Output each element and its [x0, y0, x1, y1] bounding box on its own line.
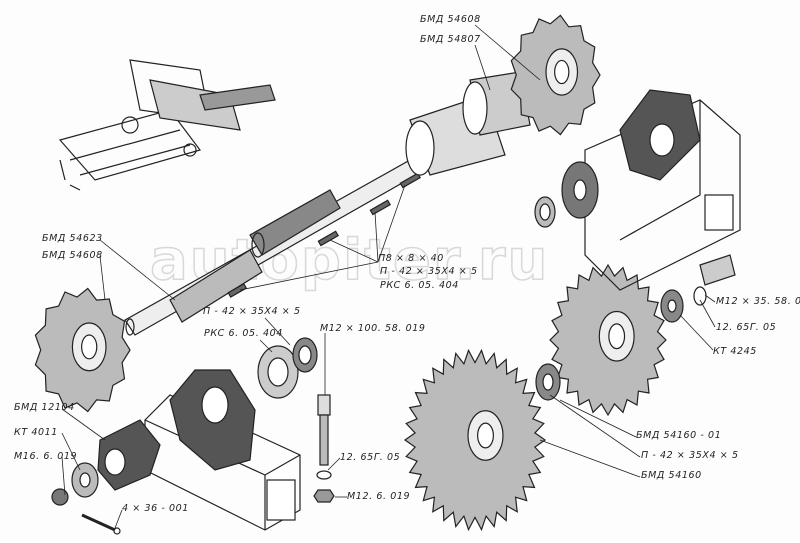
label-bearing-left: П - 42 × 35Х4 × 5: [203, 306, 301, 317]
leader-lines: [61, 24, 716, 529]
label-washer-left: КТ 4011: [14, 427, 58, 438]
cap-nut-assembly: [51, 419, 161, 535]
label-sprocket-large: БМД 54160: [641, 470, 702, 481]
label-bolt-short: М12 × 35. 58. 019: [716, 296, 800, 307]
sprocket-large-bore: [477, 422, 494, 449]
label-bolt-long: М12 × 100. 58. 019: [320, 323, 426, 334]
bolt-short: [660, 254, 736, 323]
label-seal-upper: РКС 6. 05. 404: [380, 280, 459, 291]
lower-bearing-housing: [144, 369, 301, 531]
spacer-washers: [534, 161, 599, 228]
bolt-long: [313, 394, 335, 503]
bearing-right: [535, 363, 561, 401]
label-top-sprocket: БМД 54608: [420, 14, 481, 25]
label-left-sprocket: БМД 54608: [42, 250, 103, 261]
label-bearing-right: П - 42 × 35Х4 × 5: [641, 450, 739, 461]
label-seal-left: РКС 6. 05. 404: [204, 328, 283, 339]
sprocket-top-bore: [554, 59, 570, 85]
upper-bearing-housing: [584, 89, 741, 291]
label-key: П8 × 8 × 40: [378, 253, 444, 264]
sprockets: [34, 14, 667, 532]
bushings: [405, 71, 531, 176]
label-nut-bottom: М12. 6. 019: [347, 491, 411, 502]
sprocket-small-bore: [608, 323, 626, 350]
label-top-bushing: БМД 54807: [420, 34, 481, 45]
sprocket-left-bore: [81, 334, 98, 360]
label-sprocket-small: БМД 54160 - 01: [636, 430, 722, 441]
machine-frame-thumbnail: [58, 59, 276, 191]
label-nut-castle: М16. 6. 019: [14, 451, 78, 462]
label-washer-kt: КТ 4245: [713, 346, 757, 357]
label-bearing-upper: П - 42 × 35Х4 × 5: [380, 266, 478, 277]
label-washer-right: 12. 65Г. 05: [716, 322, 777, 333]
label-cotter-pin: 4 × 36 - 001: [122, 503, 189, 514]
bearing-left: [257, 337, 318, 399]
label-cap: БМД 12104: [14, 402, 75, 413]
label-washer-bottom: 12. 65Г. 05: [340, 452, 401, 463]
label-shaft: БМД 54623: [42, 233, 103, 244]
